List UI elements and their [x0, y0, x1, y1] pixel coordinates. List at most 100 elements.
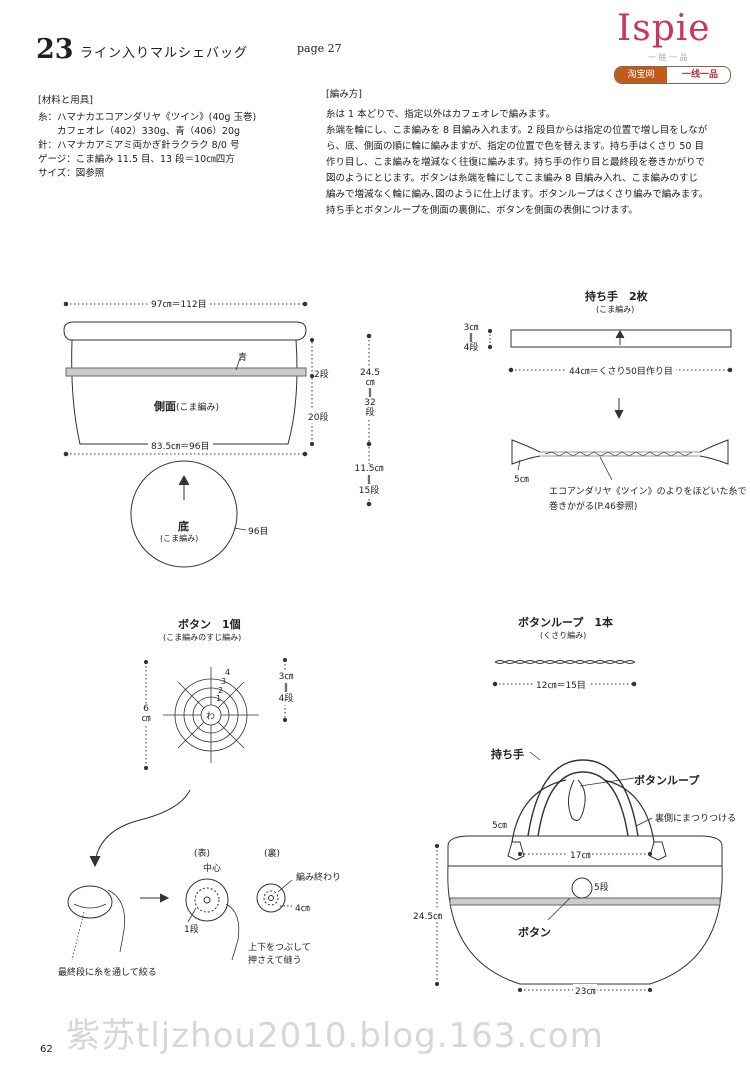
handle-width-label: 3㎝ ‖ 4段 [460, 323, 482, 353]
assembled-bag-drawing [447, 759, 723, 985]
base-equals: ‖ [366, 475, 372, 485]
method-line: 糸は 1 本どりで、指定以外はカフェオレで編みます。 [326, 109, 556, 120]
height-rows: 32 [364, 398, 376, 408]
method-heading: [編み方] [326, 89, 362, 100]
assembly-height-label: 24.5㎝ [413, 909, 443, 922]
button-front-label: (表) [194, 849, 211, 859]
method-line: 編みで増減なく輪に編み､図のように仕上げます。ボタンループはくさり編みで編みます… [326, 189, 709, 200]
brand-name: Ispie [617, 8, 711, 49]
base-label: 底 [178, 520, 189, 533]
materials-heading: [材料と用具] [38, 95, 93, 106]
stripe-rows-label: 2段 [314, 370, 329, 380]
side-panel-label: 側面(こま編み) [154, 398, 219, 414]
brand-logo: Ispie 一 朕 一 品 淘宝网 一线一品 [612, 8, 732, 88]
button-finish-caption: 最終段に糸を通して絞る [58, 968, 157, 978]
button-size-label: 4㎝ [295, 904, 310, 914]
button-row-1: 1 [216, 694, 222, 703]
height-cm: 24.5 [359, 368, 381, 378]
assembly-handle-attach: 5㎝ [492, 821, 507, 831]
button-back-label: (裏) [264, 849, 281, 859]
badge-left: 淘宝网 [615, 67, 667, 83]
materials-line: ゲージ：こま編み 11.5 目、13 段＝10㎝四方 [38, 154, 235, 165]
brand-tagline: 一 朕 一 品 [648, 53, 688, 62]
button-back-view [256, 883, 286, 913]
materials-section: [材料と用具] 糸：ハマナカエコアンダリヤ《ツイン》(40g 玉巻) カフェオレ… [38, 94, 256, 181]
method-line: 作り目し、こま編みを増減なく往復に編みます。持ち手の作り目と最終段を巻きかがりで [326, 157, 706, 168]
method-line: 糸端を輪にし、こま編みを 8 目編み入れます。2 段目からは指定の位置で増し目を… [326, 125, 708, 136]
assembly-gap-label: 17㎝ [568, 848, 593, 861]
handle-length-label: 44㎝＝くさり50目作り目 [566, 364, 676, 377]
base-depth-label: 11.5㎝ ‖ 15段 [349, 464, 389, 497]
assembly-inside-note: 裏側にまつりつける [655, 814, 737, 824]
method-section: [編み方] 糸は 1 本どりで、指定以外はカフェオレで編みます。 糸端を輪にし、… [326, 88, 708, 219]
button-diameter-label: 6 ㎝ [140, 704, 152, 724]
assembly-button-pos: 5段 [594, 883, 609, 893]
handle-note-1: エコアンダリヤ《ツイン》のよりをほどいた糸で [549, 487, 747, 497]
assembly-loop-label: ボタンループ [634, 774, 700, 787]
base-cm: 11.5㎝ [354, 464, 384, 474]
stripe-color-label: 青 [238, 353, 248, 363]
handle-title: 持ち手 2枚 [585, 290, 648, 303]
button-sew-note-2: 押さえて縫う [248, 956, 302, 966]
pattern-number: 23 [36, 34, 74, 65]
assembly-handle-label: 持ち手 [491, 748, 524, 761]
assembly-button-label: ボタン [518, 926, 551, 939]
method-line: 図のようにとじます。ボタンは糸端を輪にしてこま編み 8 目編み入れ、こま編みのす… [326, 173, 698, 184]
base-technique-label: (こま編み) [160, 534, 199, 543]
handle-width-equals: ‖ [468, 333, 474, 343]
button-diameter-cm: 6 [143, 704, 149, 714]
rolled-handle [511, 439, 729, 465]
loop-technique: (くさり編み) [540, 631, 587, 640]
button-end-label: 編み終わり [296, 873, 342, 883]
blue-stripe [65, 367, 307, 377]
page-number: 62 [40, 1044, 53, 1055]
height-dimension-label: 24.5 ㎝ ‖ 32 段 [356, 368, 384, 418]
materials-line: 糸：ハマナカエコアンダリヤ《ツイン》(40g 玉巻) [38, 112, 257, 123]
handle-end-label: 5㎝ [514, 475, 529, 485]
button-center-label: 中心 [203, 864, 222, 874]
button-diameter-unit: ㎝ [141, 714, 151, 724]
bag-base-circle [130, 460, 238, 568]
button-sew-note-1: 上下をつぶして [248, 943, 311, 953]
button-row-2: 2 [218, 686, 224, 695]
height-rows-unit: 段 [365, 408, 375, 418]
handle-width-rows: 4段 [463, 343, 479, 353]
brand-badge: 淘宝网 一线一品 [614, 66, 731, 84]
button-row-4: 4 [225, 668, 231, 677]
button-height-equals: ‖ [283, 683, 289, 693]
button-finish-ball [67, 885, 113, 919]
base-rows: 15段 [358, 486, 380, 496]
watermark: 紫苏tljzhou2010.blog.163.com [66, 1016, 604, 1056]
button-title: ボタン 1個 [178, 618, 241, 631]
method-line: 持ち手とボタンループを側面の裏側に、ボタンを側面の表側につけます。 [326, 205, 638, 216]
base-stitches-label: 96目 [248, 527, 269, 537]
button-technique: (こま編みのすじ編み) [163, 633, 242, 642]
side-panel-technique: (こま編み) [176, 403, 220, 413]
materials-line: サイズ：図参照 [38, 168, 105, 179]
button-height-rows: 4段 [278, 694, 294, 704]
button-stitch-chart [163, 667, 259, 763]
button-row1-label: 1段 [184, 925, 199, 935]
badge-right: 一线一品 [681, 70, 718, 80]
button-height-label: 3㎝ ‖ 4段 [274, 672, 298, 705]
page-reference: page 27 [297, 42, 342, 55]
materials-line: 針：ハマナカアミアミ両かぎ針ラクラク 8/0 号 [38, 140, 240, 151]
height-equals: ‖ [367, 388, 373, 398]
handle-width-cm: 3㎝ [463, 323, 479, 333]
loop-length-label: 12㎝＝15目 [533, 678, 589, 691]
loop-title: ボタンループ 1本 [518, 616, 613, 629]
button-front-view [185, 878, 229, 922]
assembly-bottom-label: 23㎝ [573, 984, 598, 997]
handle-technique: (こま編み) [596, 305, 635, 314]
method-line: ら、底、側面の順に輪に編みますが、指定の位置で色を替えます。持ち手はくさり 50… [326, 141, 704, 152]
height-unit: ㎝ [365, 378, 375, 388]
side-rows-label: 20段 [308, 410, 329, 423]
side-panel-name: 側面 [154, 400, 176, 413]
materials-line: カフェオレ（402）330g、青（406）20g [38, 126, 241, 137]
top-width-label: 97㎝＝112目 [148, 297, 210, 310]
bottom-width-label: 83.5㎝＝96目 [148, 439, 213, 452]
handle-strip [510, 329, 732, 348]
button-row-3: 3 [221, 677, 227, 686]
handle-note-2: 巻きかがる(P.46参照) [549, 502, 638, 512]
